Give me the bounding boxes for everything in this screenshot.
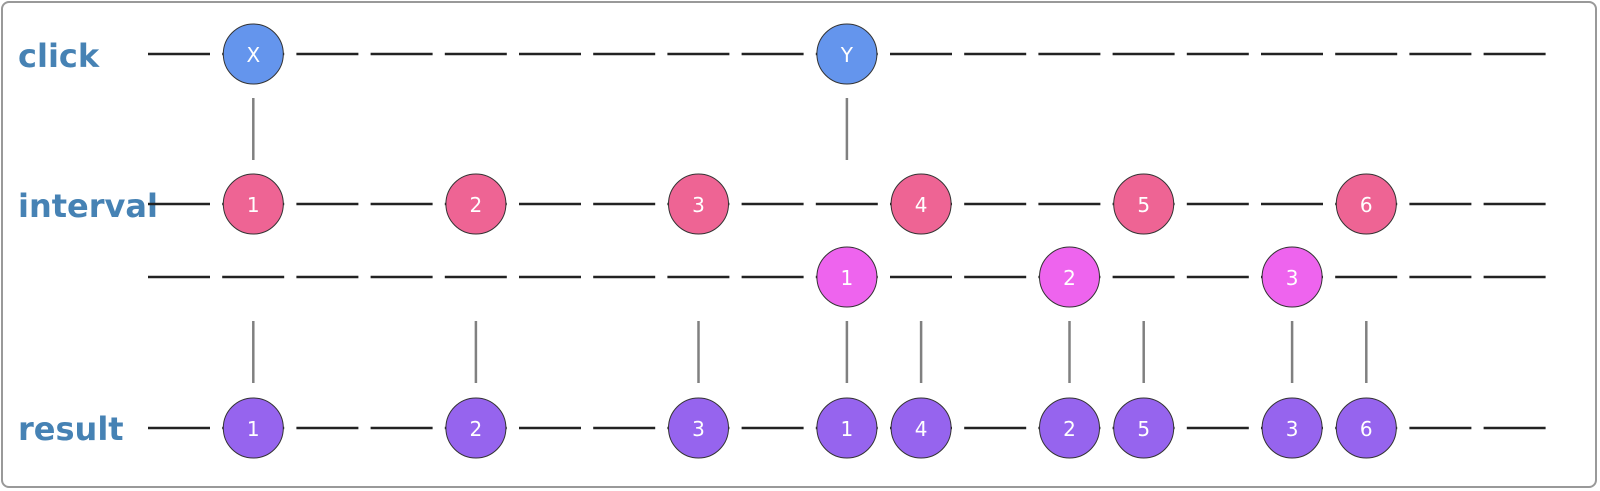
marble-circle (445, 397, 507, 459)
marble-result: 1 (816, 397, 878, 459)
marble-circle (1113, 397, 1175, 459)
marble-label: 4 (915, 193, 928, 217)
marble-circle (1039, 397, 1100, 459)
marble-result: 2 (445, 397, 507, 459)
marble-circle (816, 23, 878, 85)
marble-result: 5 (1113, 397, 1175, 459)
marble-circle (890, 397, 952, 459)
row-label-click: click (18, 37, 100, 75)
marble-label: 1 (841, 417, 854, 441)
marble-label: 5 (1137, 193, 1150, 217)
marble-label: Y (840, 43, 854, 67)
timeline-result: 1 2 3 1 4 2 5 3 6 (148, 397, 1546, 459)
connector-group-inner-result (252, 321, 1368, 383)
timeline-inner: 1 2 3 (148, 246, 1546, 308)
marble-click: X (222, 23, 284, 85)
marble-click: Y (816, 23, 878, 85)
marble-circle (222, 23, 284, 85)
marble-label: 6 (1360, 193, 1373, 217)
marble-circle (1261, 246, 1323, 308)
marble-result: 3 (668, 397, 729, 459)
marble-result: 4 (890, 397, 952, 459)
marble-interval: 1 (222, 173, 284, 235)
marble-interval: 3 (668, 173, 729, 235)
connector-group-click-interval (252, 98, 849, 160)
marble-result: 1 (222, 397, 284, 459)
marble-label: 2 (470, 193, 483, 217)
marble-label: 3 (1286, 417, 1299, 441)
marble-inner: 2 (1039, 246, 1100, 308)
marble-label: X (246, 43, 260, 67)
marble-interval: 6 (1335, 173, 1397, 235)
marble-result: 2 (1039, 397, 1100, 459)
marble-result: 6 (1335, 397, 1397, 459)
marble-label: 1 (841, 266, 854, 290)
marble-label: 2 (470, 417, 483, 441)
marble-inner: 1 (816, 246, 878, 308)
marble-circle (816, 397, 878, 459)
marble-inner: 3 (1261, 246, 1323, 308)
marble-label: 4 (915, 417, 928, 441)
marble-label: 6 (1360, 417, 1373, 441)
marble-circle (1335, 173, 1397, 235)
marble-label: 2 (1063, 417, 1076, 441)
marble-circle (222, 397, 284, 459)
marble-circle (816, 246, 878, 308)
marble-result: 3 (1261, 397, 1323, 459)
marble-interval: 4 (890, 173, 952, 235)
marble-label: 2 (1063, 266, 1076, 290)
marble-circle (1335, 397, 1397, 459)
marble-circle (445, 173, 507, 235)
marble-interval: 5 (1113, 173, 1175, 235)
timeline-interval: 1 2 3 4 5 6 (148, 173, 1546, 235)
marble-label: 5 (1137, 417, 1150, 441)
marble-label: 3 (692, 193, 705, 217)
marble-circle (890, 173, 952, 235)
marble-circle (668, 397, 729, 459)
row-label-interval: interval (18, 187, 158, 225)
marble-circle (1039, 246, 1100, 308)
marble-circle (668, 173, 729, 235)
marble-label: 3 (692, 417, 705, 441)
marble-circle (1261, 397, 1323, 459)
marble-label: 1 (247, 417, 260, 441)
marble-label: 1 (247, 193, 260, 217)
marble-circle (222, 173, 284, 235)
row-label-result: result (18, 410, 124, 448)
marble-label: 3 (1286, 266, 1299, 290)
marble-circle (1113, 173, 1175, 235)
marble-interval: 2 (445, 173, 507, 235)
